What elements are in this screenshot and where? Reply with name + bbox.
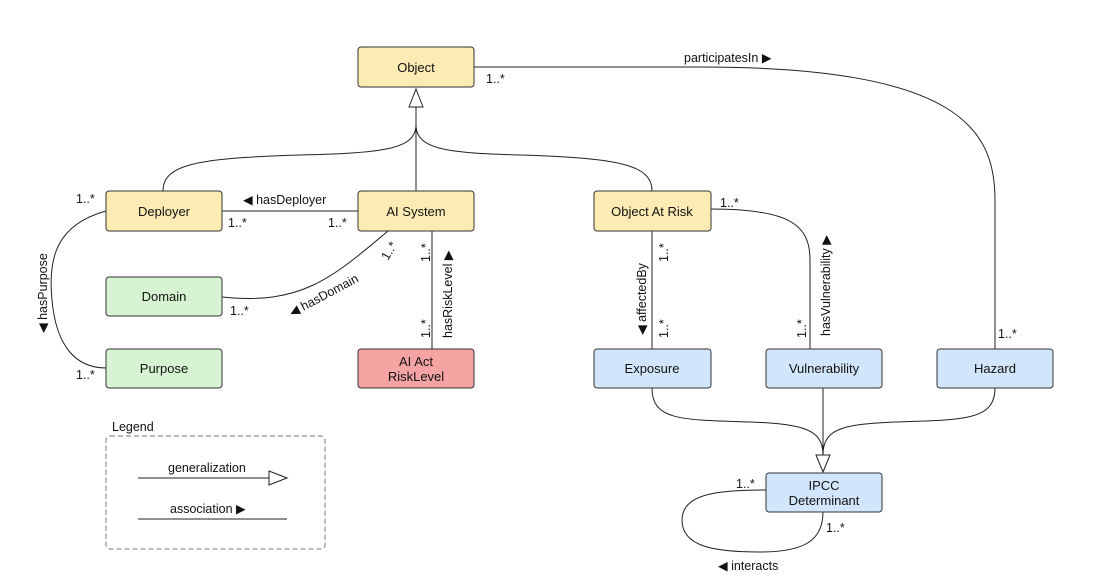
generalization-edges [162, 87, 653, 192]
class-object[interactable]: Object [357, 46, 475, 88]
generalization-arrowhead-ipcc [815, 454, 831, 474]
class-ipcc-determinant-label-line2: Determinant [789, 493, 860, 508]
class-ipcc-determinant[interactable]: IPCC Determinant [765, 472, 883, 513]
class-ai-act-risk-level[interactable]: AI Act RiskLevel [357, 348, 475, 389]
legend: Legend generalization association ▶ [105, 420, 326, 550]
generalization-arrowhead-object [408, 87, 424, 108]
class-exposure[interactable]: Exposure [593, 348, 712, 389]
class-vulnerability[interactable]: Vulnerability [765, 348, 883, 389]
class-object-at-risk-label: Object At Risk [611, 204, 693, 219]
gen-edge-hazard [822, 387, 996, 456]
multiplicity-exposure: 1..* [657, 319, 671, 338]
class-ai-system[interactable]: AI System [357, 190, 475, 232]
multiplicity-deployer-ai-system: 1..* [228, 216, 247, 230]
gen-edge-object-at-risk [415, 124, 653, 192]
class-purpose[interactable]: Purpose [105, 348, 223, 389]
assoc-edge-has-vulnerability [710, 208, 811, 349]
label-has-vulnerability: hasVulnerability ▶ [819, 235, 833, 336]
class-hazard[interactable]: Hazard [936, 348, 1054, 389]
legend-generalization-arrowhead [268, 470, 289, 486]
legend-title: Legend [112, 420, 154, 434]
assoc-edge-has-purpose [50, 210, 107, 369]
gen-edge-exposure [651, 387, 824, 456]
class-object-at-risk[interactable]: Object At Risk [593, 190, 712, 232]
gen-edge-deployer [162, 100, 417, 192]
assoc-edge-interacts [681, 489, 824, 553]
label-interacts: ◀ interacts [718, 559, 778, 573]
label-has-risk-level: hasRiskLevel ▶ [441, 250, 455, 338]
generalization-edges-ipcc [651, 387, 996, 474]
class-vulnerability-label: Vulnerability [789, 361, 860, 376]
class-object-label: Object [397, 60, 435, 75]
legend-box [105, 435, 326, 550]
class-ai-system-label: AI System [386, 204, 445, 219]
label-affected-by: ◀ affectedBy [635, 262, 649, 335]
legend-association-label: association ▶ [170, 502, 246, 516]
label-participates-in: participatesIn ▶ [684, 51, 772, 65]
multiplicity-ai-system-domain: 1..* [378, 239, 400, 262]
multiplicity-risk-level: 1..* [419, 319, 433, 338]
class-exposure-label: Exposure [625, 361, 680, 376]
multiplicity-object-participates: 1..* [486, 72, 505, 86]
class-domain[interactable]: Domain [105, 276, 223, 317]
multiplicity-ipcc-left: 1..* [736, 477, 755, 491]
class-hazard-label: Hazard [974, 361, 1016, 376]
multiplicity-purpose: 1..* [76, 368, 95, 382]
class-purpose-label: Purpose [140, 361, 188, 376]
multiplicity-object-at-risk-affected: 1..* [657, 243, 671, 262]
assoc-edge-has-domain [221, 230, 389, 299]
multiplicity-hazard: 1..* [998, 327, 1017, 341]
multiplicity-domain: 1..* [230, 304, 249, 318]
label-has-deployer: ◀ hasDeployer [243, 193, 326, 207]
legend-generalization-label: generalization [168, 461, 246, 475]
assoc-edge-participates-in [474, 66, 996, 349]
class-ipcc-determinant-label-line1: IPCC [808, 478, 839, 493]
multiplicity-ipcc-bottom: 1..* [826, 521, 845, 535]
multiplicity-deployer-purpose: 1..* [76, 192, 95, 206]
class-deployer-label: Deployer [138, 204, 191, 219]
class-ai-act-risk-level-label-line2: RiskLevel [388, 369, 444, 384]
multiplicity-ai-system-risk-level: 1..* [419, 243, 433, 262]
multiplicity-object-at-risk-vulnerability: 1..* [720, 196, 739, 210]
class-domain-label: Domain [142, 289, 187, 304]
class-ai-act-risk-level-label-line1: AI Act [399, 354, 433, 369]
multiplicity-vulnerability: 1..* [795, 319, 809, 338]
class-deployer[interactable]: Deployer [105, 190, 223, 232]
multiplicity-ai-system-deployer: 1..* [328, 216, 347, 230]
label-has-domain: ◀ hasDomain [287, 271, 361, 319]
label-has-purpose: ◀ hasPurpose [36, 253, 50, 333]
